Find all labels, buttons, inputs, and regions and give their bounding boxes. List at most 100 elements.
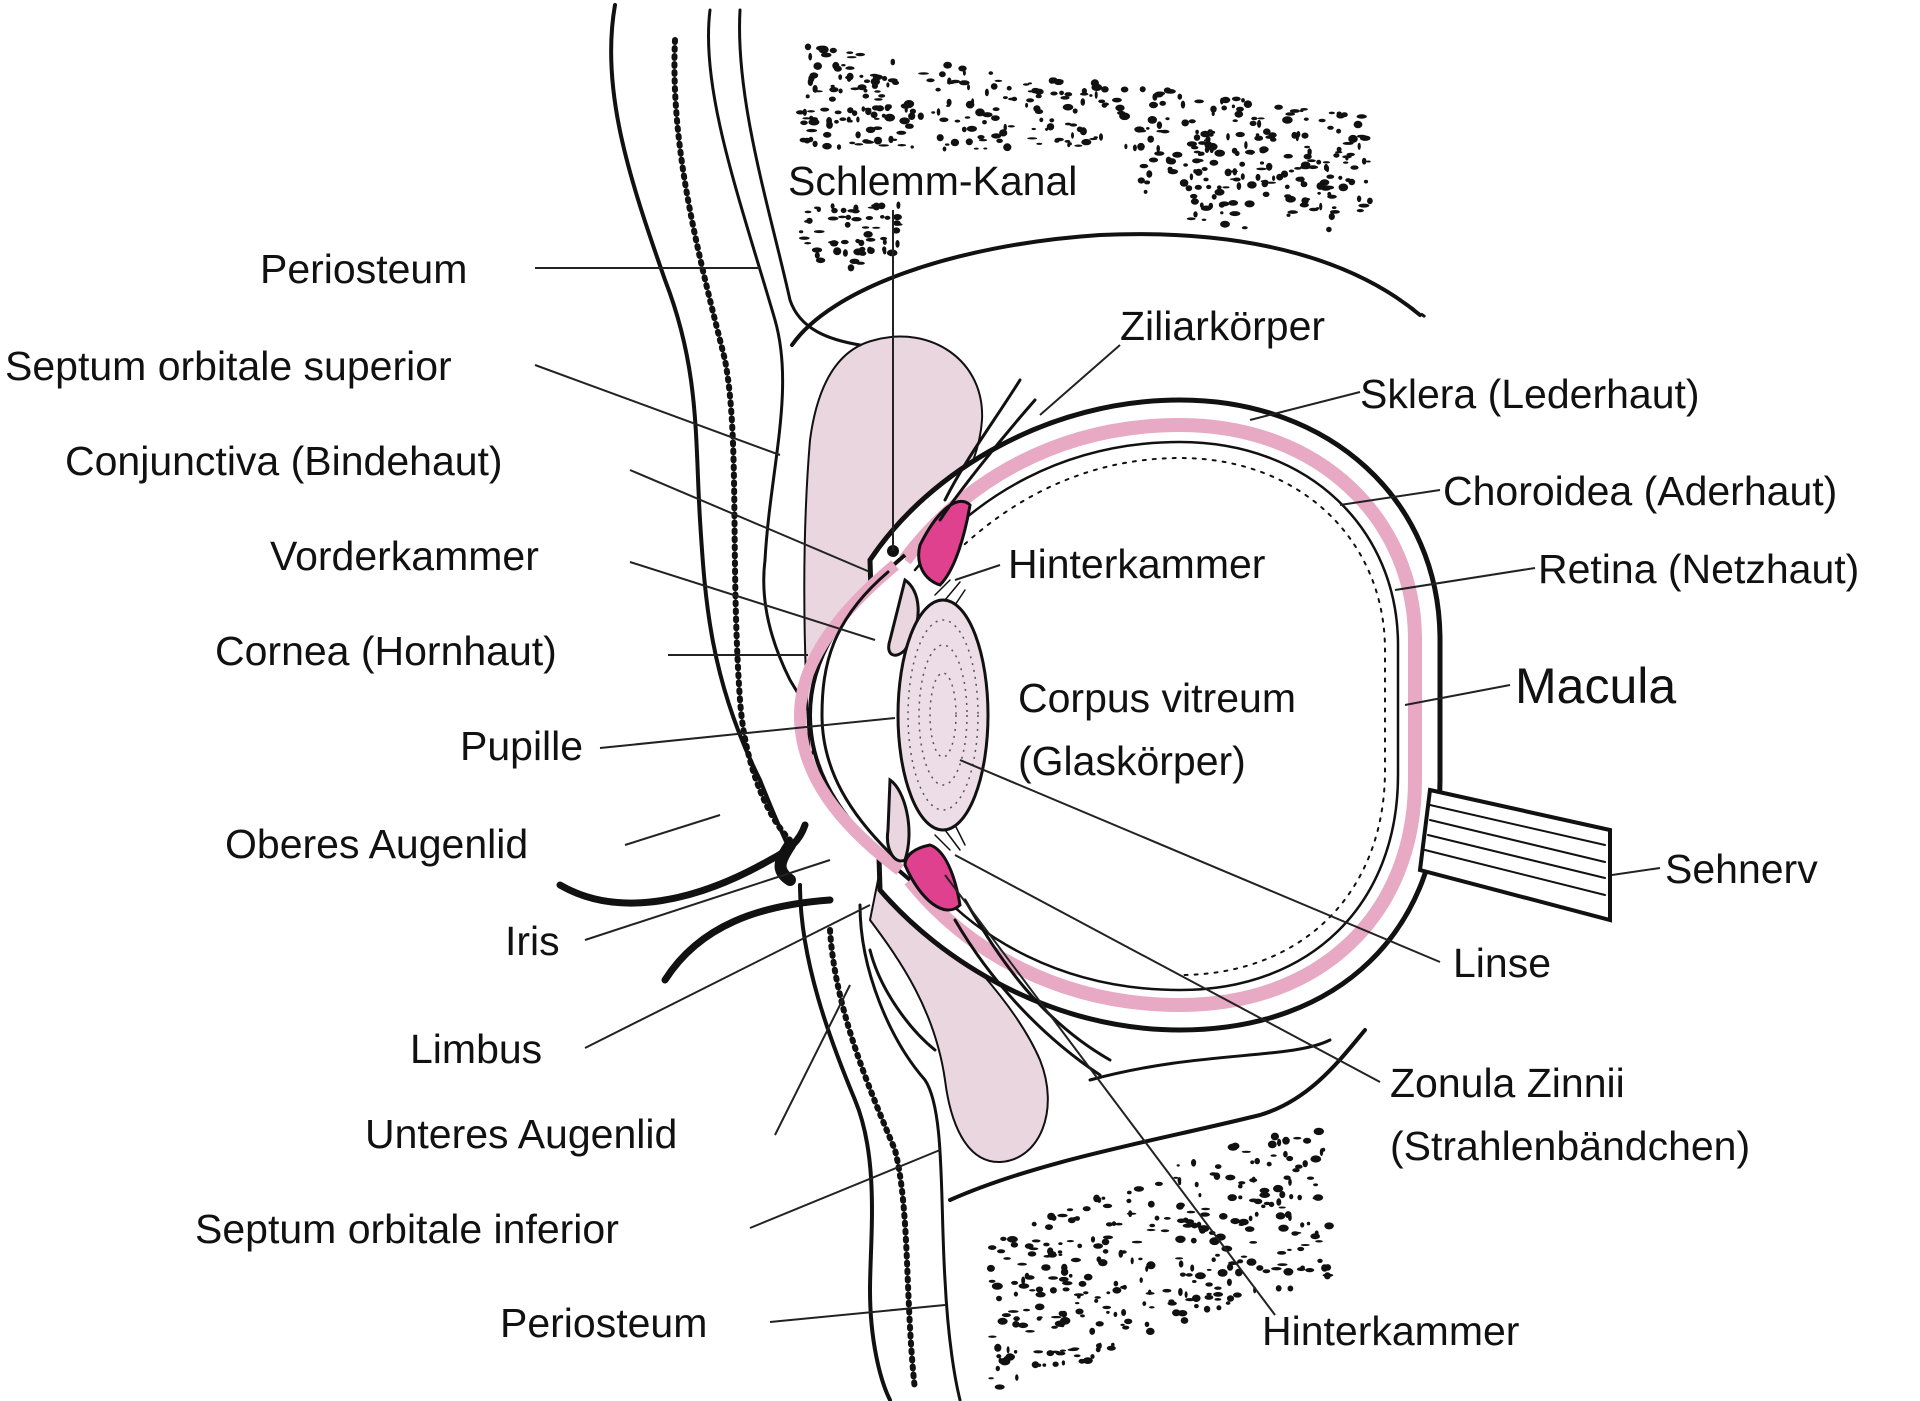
bone-speckle	[1275, 1285, 1282, 1292]
bone-speckle	[1154, 151, 1165, 156]
bone-speckle	[973, 147, 979, 150]
bone-speckle	[1112, 1287, 1122, 1294]
bone-speckle	[1214, 1298, 1222, 1301]
bone-speckle	[833, 247, 842, 256]
bone-speckle	[1235, 131, 1245, 138]
bone-speckle	[994, 1343, 1002, 1352]
bone-speckle	[1058, 1276, 1069, 1282]
bone-speckle	[988, 71, 994, 75]
bone-speckle	[1094, 1298, 1099, 1303]
bone-speckle	[1315, 1240, 1323, 1243]
bone-speckle	[1200, 205, 1212, 211]
bone-speckle	[1183, 163, 1188, 167]
bone-speckle	[1254, 135, 1264, 141]
bone-speckle	[811, 247, 823, 253]
label-pupille: Pupille	[460, 723, 583, 769]
bone-speckle	[1051, 1315, 1062, 1319]
bone-speckle	[1283, 153, 1293, 159]
bone-speckle	[1322, 1273, 1334, 1277]
bone-speckle	[1241, 1150, 1252, 1153]
bone-speckle	[1205, 136, 1211, 143]
bone-speckle	[1282, 1136, 1290, 1145]
label-iris: Iris	[505, 918, 560, 964]
bone-speckle	[872, 74, 884, 80]
bone-speckle	[1323, 163, 1329, 172]
bone-speckle	[856, 116, 860, 123]
bone-speckle	[1095, 1346, 1101, 1353]
bone-speckle	[800, 120, 808, 126]
bone-speckle	[1163, 87, 1172, 94]
bone-speckle	[1101, 1238, 1110, 1246]
bone-speckle	[1070, 1347, 1080, 1350]
label-periosteum-bottom: Periosteum	[500, 1300, 707, 1346]
bone-speckle	[1101, 102, 1108, 108]
bone-speckle	[886, 82, 890, 88]
bone-speckle	[1346, 152, 1355, 157]
bone-speckle	[1185, 1273, 1193, 1277]
bone-speckle	[1205, 1282, 1213, 1287]
bone-speckle	[813, 62, 822, 70]
bone-speckle	[997, 1249, 1006, 1254]
label-ziliarkoerper: Ziliarkörper	[1120, 303, 1325, 349]
bone-speckle	[842, 249, 848, 257]
bone-speckle	[1238, 1183, 1243, 1189]
bone-speckle	[1280, 170, 1289, 178]
bone-speckle	[1143, 189, 1148, 194]
bone-speckle	[851, 209, 860, 214]
bone-speckle	[1249, 1198, 1259, 1203]
bone-speckle	[1033, 1350, 1044, 1354]
bone-speckle	[1206, 1268, 1212, 1271]
bone-speckle	[896, 130, 907, 135]
bone-speckle	[1185, 1298, 1195, 1302]
bone-speckle	[1112, 97, 1122, 103]
bone-speckle	[1304, 145, 1311, 149]
bone-speckle	[822, 142, 832, 150]
bone-speckle	[997, 1317, 1008, 1325]
iris-lower	[885, 777, 911, 863]
bone-speckle	[1277, 1138, 1282, 1147]
bone-speckle	[1295, 1164, 1303, 1169]
bone-speckle	[1134, 126, 1145, 133]
bone-speckle	[1173, 1176, 1179, 1179]
bone-speckle	[1160, 129, 1170, 134]
bone-speckle	[1193, 150, 1201, 154]
bone-speckle	[1147, 116, 1158, 124]
bone-speckle	[1287, 1285, 1294, 1292]
bone-speckle	[1296, 131, 1301, 138]
bone-speckle	[798, 230, 804, 234]
bone-speckle	[1194, 1181, 1199, 1188]
bone-speckle	[1255, 173, 1261, 181]
label-periosteum-top: Periosteum	[260, 246, 467, 292]
bone-speckle	[1314, 1230, 1319, 1236]
bone-speckle	[1201, 218, 1207, 221]
bone-speckle	[862, 93, 870, 99]
bone-speckle	[1227, 1194, 1237, 1202]
bone-speckle	[830, 84, 835, 88]
bone-speckle	[1077, 1243, 1083, 1249]
bone-speckle	[1082, 1206, 1091, 1212]
bone-speckle	[1221, 105, 1227, 111]
bone-speckle	[1057, 1213, 1068, 1218]
bone-speckle	[1226, 1278, 1232, 1287]
bone-speckle	[1190, 1222, 1199, 1229]
bone-speckle	[1220, 97, 1224, 105]
bone-speckle	[1078, 1280, 1087, 1287]
bone-speckle	[812, 90, 824, 93]
bone-speckle	[996, 1295, 1002, 1302]
bone-speckle	[1102, 1249, 1109, 1254]
bone-speckle	[831, 207, 838, 214]
bone-speckle	[1149, 1306, 1155, 1309]
bone-speckle	[859, 246, 866, 252]
bone-speckle	[1106, 1345, 1116, 1351]
label-vorderkammer: Vorderkammer	[270, 533, 539, 579]
bone-speckle	[1316, 182, 1324, 190]
bone-speckle	[872, 126, 883, 130]
bone-speckle	[1317, 1258, 1323, 1263]
bone-speckle	[1133, 1186, 1144, 1192]
bone-speckle	[1238, 1195, 1243, 1200]
bone-speckle	[909, 108, 917, 115]
bone-speckle	[895, 240, 900, 248]
bone-speckle	[1241, 98, 1245, 103]
bone-speckle	[1120, 1250, 1127, 1254]
bone-speckle	[1011, 1280, 1019, 1285]
